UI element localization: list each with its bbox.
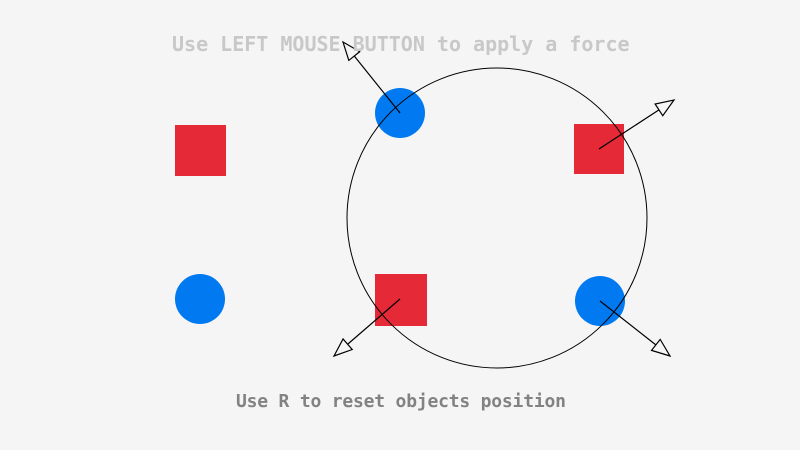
force-arrow-head (654, 99, 676, 117)
force-arrow-shaft (353, 55, 401, 114)
boundary-circle (346, 67, 648, 369)
force-arrow-head (650, 338, 672, 358)
force-arrow-shaft (599, 300, 657, 346)
force-arrow-shaft (598, 109, 660, 150)
red-square-bottom-center[interactable] (375, 274, 427, 326)
red-square-top-left[interactable] (175, 125, 226, 176)
instruction-reset: Use R to reset objects position (236, 391, 566, 412)
force-arrow-shaft (347, 298, 401, 345)
blue-circle-bottom-left[interactable] (175, 274, 225, 324)
force-arrow-head (341, 40, 361, 62)
force-arrow-head (332, 337, 354, 358)
instruction-apply-force: Use LEFT MOUSE BUTTON to apply a force (172, 32, 630, 56)
